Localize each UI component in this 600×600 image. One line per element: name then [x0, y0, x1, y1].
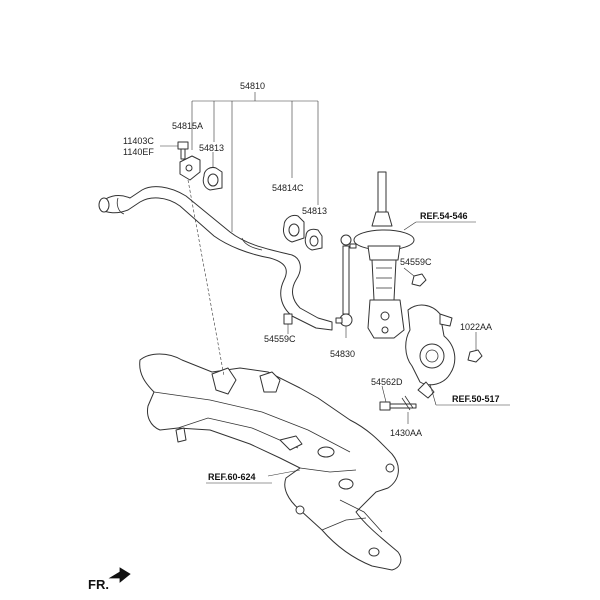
steering-knuckle [405, 304, 456, 399]
ref-54-546-text: REF.54-546 [420, 211, 468, 221]
label-11403c: 11403C [123, 136, 154, 146]
leader-dashed [187, 179, 225, 377]
bushing-54813-center [304, 228, 323, 251]
label-54562d: 54562D [371, 377, 403, 387]
leader-54810 [191, 92, 319, 232]
label-54559c-a: 54559C [264, 334, 296, 344]
ref-60-624[interactable]: REF.60-624 [206, 472, 272, 484]
label-54813-a: 54813 [199, 143, 224, 153]
label-1022aa: 1022AA [460, 322, 492, 332]
stabilizer-bar [98, 186, 333, 331]
bracket-54815a [179, 155, 201, 181]
label-54815a: 54815A [172, 121, 203, 131]
label-1430aa: 1430AA [390, 428, 422, 438]
bolt-1022aa [467, 332, 483, 363]
bushing-54813-left [202, 152, 223, 191]
strut-assembly [353, 171, 417, 339]
nut-54559c-upper [403, 267, 427, 287]
bolt-54562d [379, 385, 417, 411]
label-54814c: 54814C [272, 183, 304, 193]
label-54830: 54830 [330, 349, 355, 359]
bushing-54814c [283, 215, 305, 243]
label-54559c-b: 54559C [400, 257, 432, 267]
pin-1430aa [401, 395, 414, 424]
label-54810: 54810 [240, 81, 265, 91]
crossmember-subframe [139, 353, 402, 571]
fr-label: FR. [88, 577, 109, 592]
ref-60-624-text: REF.60-624 [208, 472, 256, 482]
ref-54-546[interactable]: REF.54-546 [416, 211, 476, 223]
label-1140ef: 1140EF [123, 147, 154, 157]
arrow-icon [108, 567, 131, 583]
nut-54559c-lower [283, 313, 293, 334]
front-direction-indicator: FR. [88, 567, 131, 592]
ref-50-517-text: REF.50-517 [452, 394, 500, 404]
label-54813-b: 54813 [302, 206, 327, 216]
stabilizer-link-54830 [335, 234, 357, 338]
bolt-11403c [160, 141, 189, 160]
ref-50-517[interactable]: REF.50-517 [429, 383, 510, 406]
